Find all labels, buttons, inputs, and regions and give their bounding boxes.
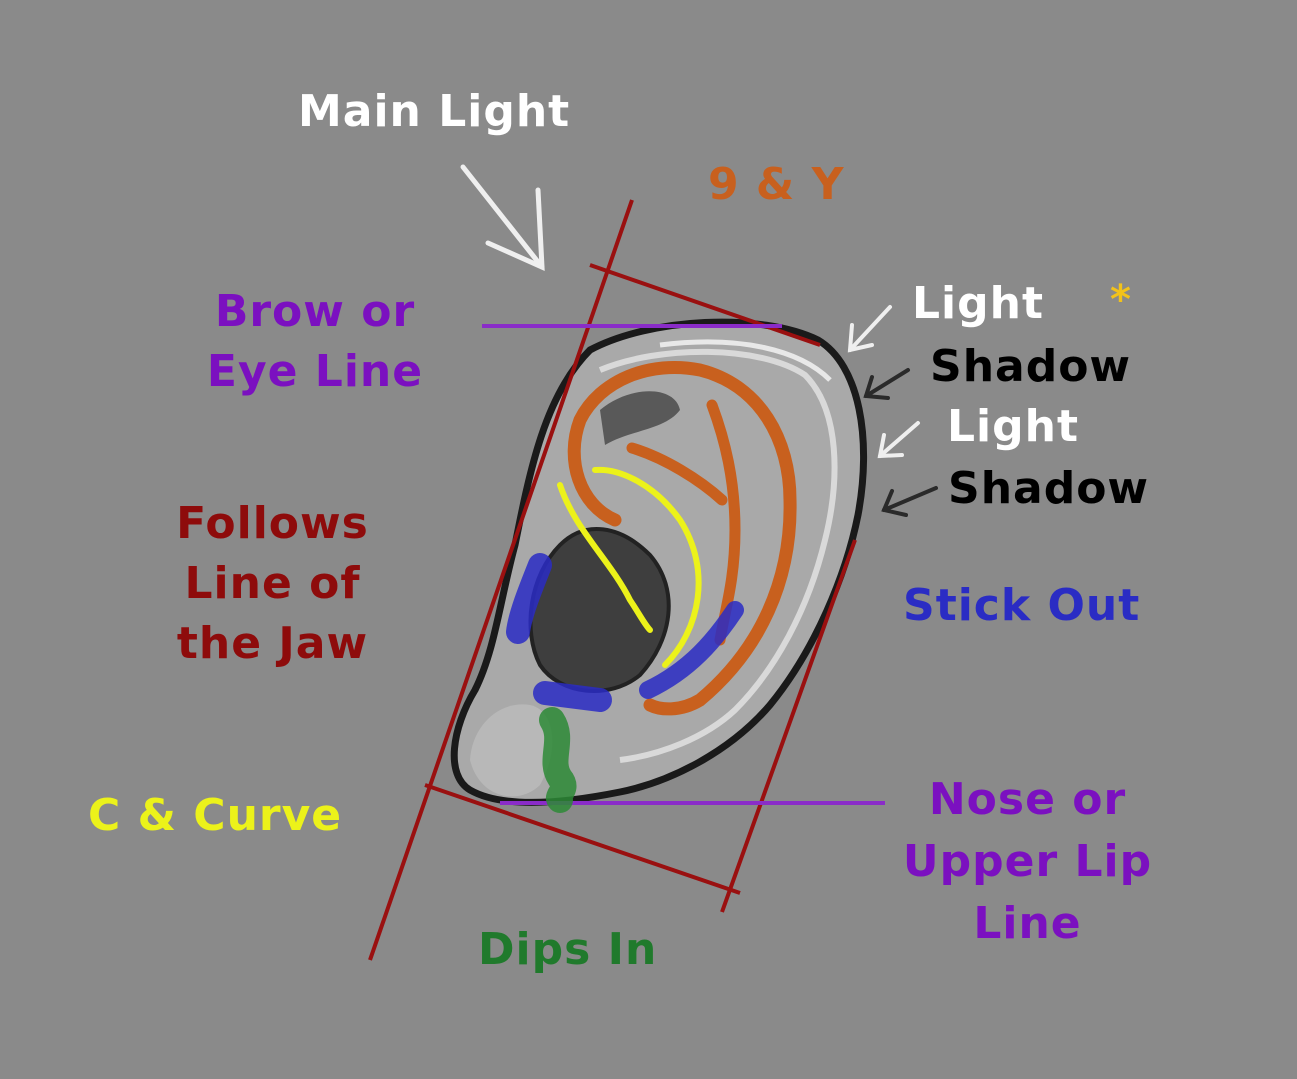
dips-in-label: Dips In — [478, 924, 658, 975]
c-curve-stroke-inner — [557, 482, 653, 633]
stick-out-label: Stick Out — [903, 580, 1141, 631]
main-light-label: Main Light — [298, 86, 571, 137]
follows-jaw-label-line-3: the Jaw — [176, 618, 369, 669]
arrow-icon — [877, 421, 920, 459]
arrow-icon — [863, 368, 910, 400]
shadow-label-2: Shadow — [948, 463, 1150, 514]
star-icon: * — [1110, 277, 1132, 323]
brow-eye-line-label-line-1: Brow or — [214, 286, 416, 337]
top-guide-line — [589, 263, 821, 347]
jaw-guide-line-right — [720, 539, 857, 913]
arrow-icon — [881, 486, 938, 517]
nose-lip-line-label-line-2: Upper Lip — [902, 836, 1153, 887]
nine-shape-stroke — [567, 360, 797, 716]
bottom-guide-line — [424, 783, 741, 895]
nose-lip-line-label-line-3: Line — [973, 898, 1082, 949]
nine-and-y-label: 9 & Y — [708, 159, 845, 210]
main-light-arrow — [460, 164, 545, 271]
brow-eye-line-label-line-2: Eye Line — [206, 346, 424, 397]
light-label-2: Light — [947, 401, 1079, 452]
y-shape-stroke-b — [626, 442, 728, 506]
helix-outer-highlight — [659, 339, 832, 382]
arrow-icon — [847, 305, 892, 353]
stick-out-mark-antitragus — [533, 681, 612, 712]
helix-inner-highlight — [598, 348, 838, 763]
earlobe-highlight — [470, 704, 553, 797]
follows-jaw-label-line-1: Follows — [176, 498, 369, 549]
follows-jaw-label-line-2: Line of — [184, 558, 361, 609]
shadow-label-1: Shadow — [930, 341, 1132, 392]
c-and-curve-label: C & Curve — [88, 790, 343, 841]
stick-out-mark-antihelix — [639, 601, 744, 699]
nose-lip-line-label-line-1: Nose or — [928, 774, 1127, 825]
c-curve-stroke — [592, 466, 702, 668]
upper-fossa-shadow — [600, 391, 680, 445]
dips-in-mark — [539, 707, 577, 813]
follows-jaw-label: Follows Line of the Jaw — [150, 494, 395, 674]
nose-lip-line-label: Nose or Upper Lip Line — [880, 769, 1175, 955]
stick-out-mark-tragus — [506, 553, 552, 644]
light-label-1: Light — [912, 278, 1044, 329]
brow-eye-line-label: Brow or Eye Line — [190, 282, 440, 402]
concha-shadow — [528, 527, 671, 693]
